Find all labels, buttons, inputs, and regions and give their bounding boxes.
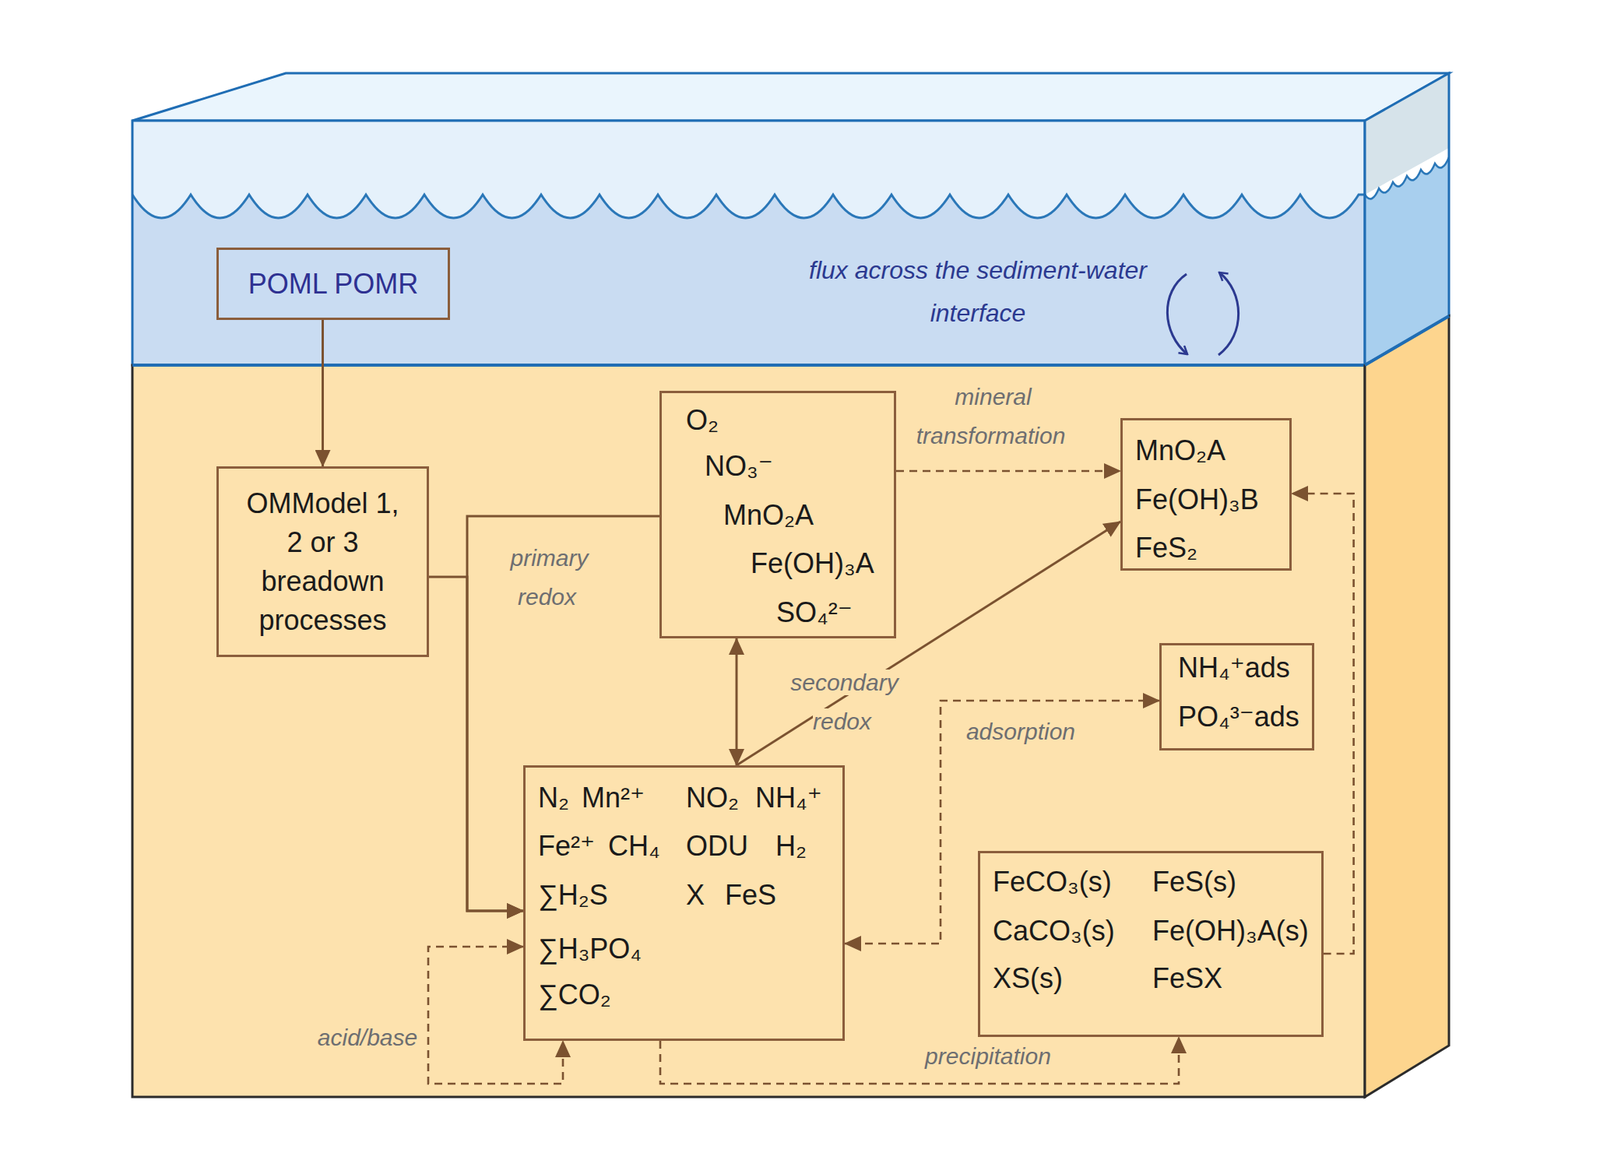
dashed-process-arrow xyxy=(844,700,1160,944)
species-label: FeS₂ xyxy=(1135,530,1198,566)
water-body xyxy=(132,194,1365,366)
process-arrow xyxy=(736,521,1121,766)
process-box: N₂ Mn²⁺ NO₂ NH₄⁺ Fe²⁺ CH₄ ODU H₂ ∑H₂S X FeS ∑H₃PO₄ ∑… xyxy=(523,765,845,1041)
dashed-process-arrow xyxy=(428,946,563,1084)
water-surface xyxy=(132,120,1365,366)
species-label: ∑H₃PO₄ xyxy=(538,931,642,967)
species-label: NO₃⁻ xyxy=(704,449,774,484)
process-box: O₂ NO₃⁻ MnO₂A Fe(OH)₃A SO₄²⁻ xyxy=(659,390,897,639)
process-arrow xyxy=(735,638,739,766)
sediment-side xyxy=(1364,316,1449,1098)
species-label: SO₄²⁻ xyxy=(776,595,853,630)
process-label-text: primary redox xyxy=(507,545,588,610)
process-box: FeCO₃(s) FeS(s) CaCO₃(s) Fe(OH)₃A(s) XS(s) Fe… xyxy=(977,850,1324,1038)
process-label-text: adsorption xyxy=(963,718,1078,745)
species-label: Fe²⁺ xyxy=(538,829,595,864)
species-label: CaCO₃(s) xyxy=(992,914,1115,949)
species-label: O₂ xyxy=(685,403,719,438)
species-label: H₂ xyxy=(775,829,807,864)
process-label-text: precipitation xyxy=(922,1043,1054,1070)
process-label: secondary redox xyxy=(769,663,918,742)
dashed-process-arrow xyxy=(896,470,1121,473)
process-arrow xyxy=(467,516,660,911)
box-text-group: POML POMR xyxy=(228,264,439,304)
process-label-text: acid/base xyxy=(315,1024,420,1051)
sediment-front xyxy=(132,365,1365,1098)
flux-label: flux across the sediment-water interface xyxy=(802,249,1154,335)
process-box: OMModel 1, 2 or 3 breadown processes xyxy=(216,466,430,658)
species-label: FeS xyxy=(724,878,777,913)
process-label: adsorption xyxy=(950,712,1091,752)
process-arrow xyxy=(321,320,324,467)
species-label: NO₂ xyxy=(685,780,739,816)
box-text-group: OMModel 1, 2 or 3 breadown processes xyxy=(239,484,407,640)
process-label: mineral transformation xyxy=(894,377,1090,456)
flux-arrow-down xyxy=(1167,274,1188,355)
species-label: Fe(OH)₃A xyxy=(750,546,875,581)
species-label: MnO₂A xyxy=(723,498,814,533)
species-label: PO₄³⁻ads xyxy=(1178,699,1300,735)
species-label: ∑H₂S xyxy=(538,878,609,913)
process-box: MnO₂A Fe(OH)₃B FeS₂ xyxy=(1120,418,1292,571)
water-side-outline xyxy=(1364,73,1449,366)
process-label: acid/base xyxy=(309,1018,426,1058)
box-text: OMModel 1, 2 or 3 breadown processes xyxy=(239,484,407,640)
process-label: precipitation xyxy=(902,1037,1074,1077)
species-label: ∑CO₂ xyxy=(538,977,612,1013)
species-label: MnO₂A xyxy=(1135,433,1226,468)
species-label: Fe(OH)₃A(s) xyxy=(1152,914,1309,949)
flux-arrow-up xyxy=(1218,272,1239,356)
species-label: X xyxy=(685,878,705,913)
species-label: N₂ xyxy=(538,780,570,816)
species-label: FeSX xyxy=(1152,961,1223,996)
species-label: ODU xyxy=(685,829,749,864)
process-label-text: mineral transformation xyxy=(916,383,1069,449)
process-label: primary redox xyxy=(481,538,615,617)
water-front-outline xyxy=(132,120,1365,366)
species-label: NH₄⁺ads xyxy=(1178,650,1291,686)
species-label: CH₄ xyxy=(608,829,661,864)
species-label: NH₄⁺ xyxy=(755,780,823,816)
dashed-process-arrow xyxy=(660,1037,1179,1084)
process-box: POML POMR xyxy=(216,247,451,320)
sediment-water-interface xyxy=(132,363,1365,367)
process-arrow xyxy=(429,576,524,911)
species-label: XS(s) xyxy=(992,961,1063,996)
sediment-side-interface xyxy=(1364,316,1449,366)
process-box: NH₄⁺adsPO₄³⁻ads xyxy=(1159,643,1315,751)
species-label: FeCO₃(s) xyxy=(992,865,1112,900)
species-label: FeS(s) xyxy=(1152,865,1237,900)
side-wave-line xyxy=(1364,157,1449,199)
process-label-text: secondary redox xyxy=(787,669,898,735)
wave-line xyxy=(132,194,1365,219)
species-label: Mn²⁺ xyxy=(581,780,645,816)
water-top-face xyxy=(132,73,1449,121)
species-label: Fe(OH)₃B xyxy=(1135,482,1259,517)
box-text: POML POMR xyxy=(228,264,439,304)
